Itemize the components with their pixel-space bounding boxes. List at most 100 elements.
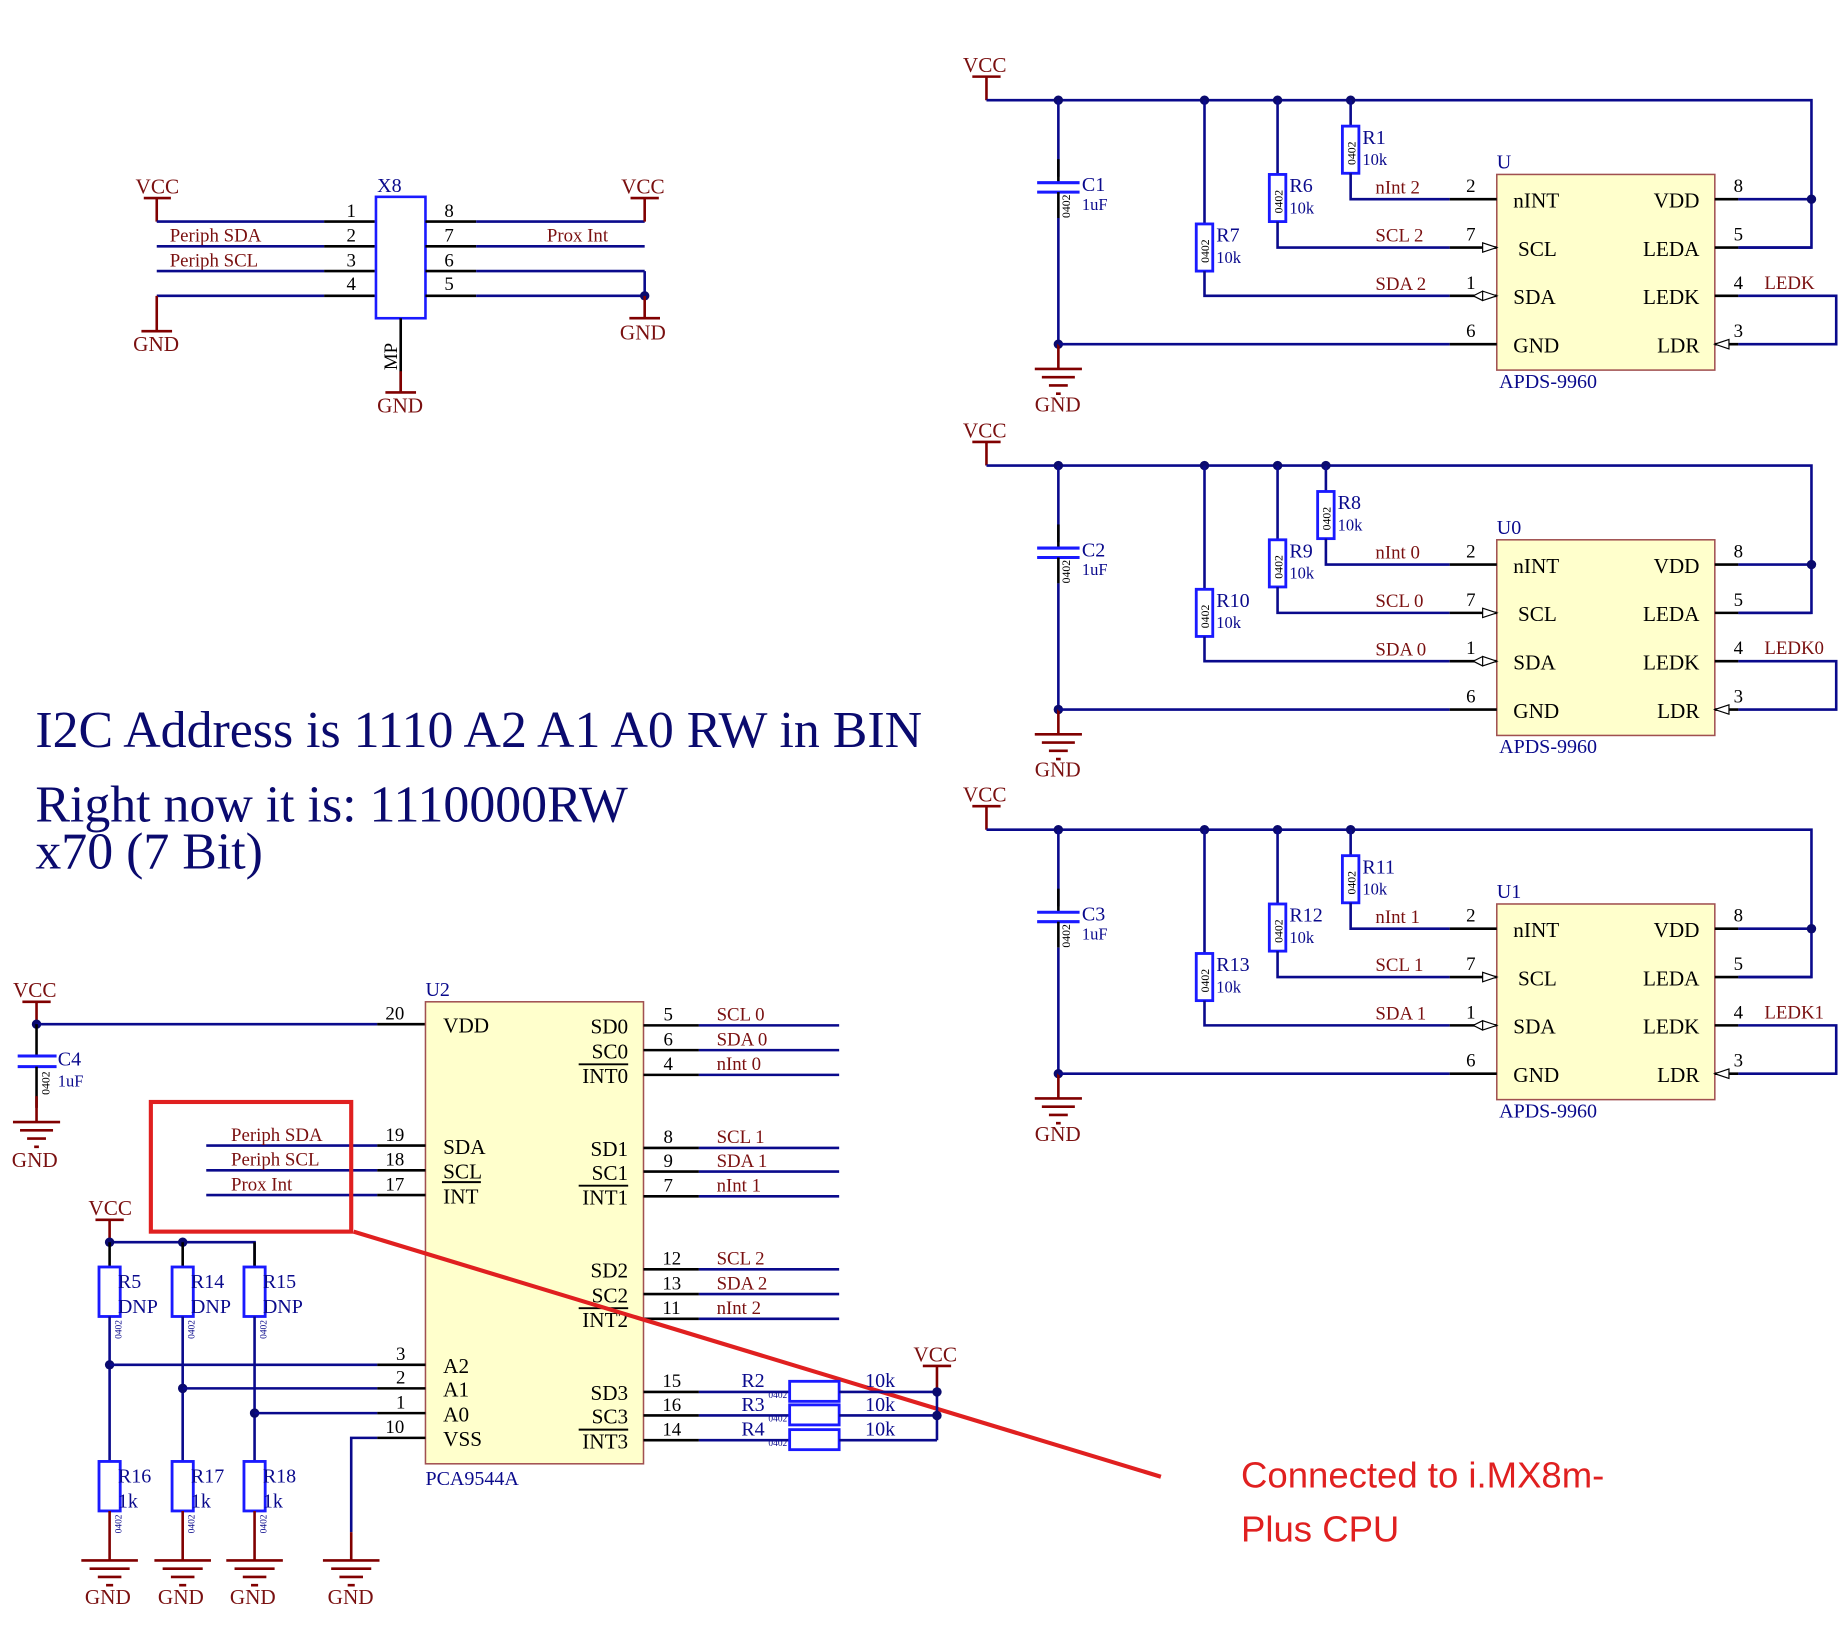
mux-u2: VCC 0402 C4 1uF GND U2 PCA9544A 20 VDD 1… xyxy=(12,978,1162,1609)
pin-name: LDR xyxy=(1657,333,1700,357)
gnd-symbol xyxy=(81,1510,138,1587)
pin-number: 8 xyxy=(444,201,453,222)
pin-number: 6 xyxy=(1466,686,1475,707)
pin-number: 5 xyxy=(1734,224,1743,245)
vcc-symbol xyxy=(143,196,171,222)
component-value: 1k xyxy=(191,1490,212,1512)
pin-name: LEDA xyxy=(1643,237,1700,261)
net-label: nInt 2 xyxy=(1375,177,1420,198)
bidir-arrow-icon xyxy=(1471,1019,1499,1031)
net-label: SDA 2 xyxy=(1375,274,1426,295)
pin-number: 4 xyxy=(664,1054,674,1075)
package-label: 0402 xyxy=(768,1439,787,1449)
component-value: 1uF xyxy=(1082,195,1108,214)
pin-number: 6 xyxy=(1466,321,1475,342)
net-label: SCL 0 xyxy=(717,1005,765,1026)
package-label: 0402 xyxy=(259,1320,269,1339)
input-arrow-icon xyxy=(1482,607,1499,619)
pin-name: SD0 xyxy=(590,1015,628,1039)
pin-number: 2 xyxy=(1466,906,1475,927)
pin-name: A2 xyxy=(443,1354,469,1378)
part-number: APDS-9960 xyxy=(1499,1100,1597,1122)
pin-number: 4 xyxy=(1734,638,1744,659)
annotation-text: Plus CPU xyxy=(1241,1509,1399,1550)
package-label: 0402 xyxy=(1345,141,1358,165)
pin-name: VDD xyxy=(1654,188,1700,212)
gnd-label: GND xyxy=(1035,1122,1081,1146)
component-ref: U0 xyxy=(1497,517,1521,539)
vcc-label: VCC xyxy=(621,174,665,198)
net-label: LEDK1 xyxy=(1764,1002,1824,1023)
package-label: 0402 xyxy=(259,1514,269,1533)
net-label: SCL 0 xyxy=(1375,591,1423,612)
pin-name: SD2 xyxy=(590,1259,628,1283)
net-label: SDA 1 xyxy=(717,1151,768,1172)
net-label: nInt 1 xyxy=(1375,907,1420,928)
pin-name: VDD xyxy=(443,1013,489,1037)
vcc-label: VCC xyxy=(963,418,1007,442)
vcc-label: VCC xyxy=(13,978,57,1002)
junction xyxy=(1806,194,1817,204)
connector-x8: VCC Periph SDA Periph SCL GND 1 2 3 4 X8… xyxy=(133,174,666,417)
component-value: 10k xyxy=(1362,880,1388,899)
pin-name: VDD xyxy=(1654,554,1700,578)
component-value: 10k xyxy=(865,1394,896,1416)
net-label: SCL 1 xyxy=(1375,955,1423,976)
package-label: 0402 xyxy=(768,1391,787,1401)
gnd-label: GND xyxy=(1035,758,1081,782)
gnd-symbol xyxy=(226,1510,283,1587)
pin-number: 7 xyxy=(444,226,453,247)
net-label: Periph SDA xyxy=(231,1125,323,1146)
pin-number: 1 xyxy=(1466,273,1475,294)
pin-name: GND xyxy=(1513,333,1559,357)
component-ref: R10 xyxy=(1216,590,1249,612)
component-ref: R12 xyxy=(1289,905,1322,927)
vcc-label: VCC xyxy=(913,1342,957,1366)
bidir-arrow-icon xyxy=(1471,290,1499,302)
gnd-symbol xyxy=(1034,1073,1082,1125)
part-number: APDS-9960 xyxy=(1499,371,1597,393)
pin-number: 13 xyxy=(662,1273,681,1294)
pin-number: 8 xyxy=(664,1127,673,1148)
component-value: 10k xyxy=(1216,613,1241,632)
net-label: LEDK0 xyxy=(1764,638,1824,659)
resistor-r3 xyxy=(788,1403,841,1427)
pin-number: 1 xyxy=(396,1392,405,1413)
pin-name: nINT xyxy=(1513,554,1559,578)
package-label: 0402 xyxy=(768,1414,787,1424)
pin-name: INT3 xyxy=(582,1429,628,1453)
pin-name: INT0 xyxy=(582,1064,628,1088)
component-value: 10k xyxy=(1289,564,1315,583)
package-label: 0402 xyxy=(1272,190,1285,214)
part-number: APDS-9960 xyxy=(1499,736,1597,758)
package-label: 0402 xyxy=(1060,194,1073,218)
component-ref: R14 xyxy=(191,1271,224,1293)
pin-number: 12 xyxy=(662,1249,681,1270)
package-label: 0402 xyxy=(1199,969,1212,993)
pin-name: SD1 xyxy=(590,1137,628,1161)
pin-number: 7 xyxy=(1466,954,1475,975)
gnd-symbol xyxy=(154,1510,211,1587)
capacitor xyxy=(1037,546,1080,560)
pin-name: INT xyxy=(443,1184,478,1208)
part-number: PCA9544A xyxy=(425,1468,519,1490)
component-ref: R15 xyxy=(263,1271,296,1293)
net-label: SCL 1 xyxy=(717,1127,765,1148)
pin-number: 6 xyxy=(664,1029,673,1050)
pin-name: SCL xyxy=(1518,237,1557,261)
ic-body xyxy=(1496,539,1716,737)
pin-number: 18 xyxy=(385,1150,404,1171)
gnd-label: GND xyxy=(158,1585,204,1609)
vcc-label: VCC xyxy=(963,782,1007,806)
pin-number: 16 xyxy=(662,1395,681,1416)
connector-body xyxy=(374,195,427,320)
pin-number: 7 xyxy=(1466,590,1475,611)
pin-number: 8 xyxy=(1734,541,1743,562)
net-label: Periph SDA xyxy=(170,226,262,247)
pin-number: 3 xyxy=(347,250,356,271)
gnd-label: GND xyxy=(377,394,423,418)
pin-number: 3 xyxy=(1734,686,1743,707)
component-value: DNP xyxy=(263,1296,303,1318)
component-ref: R4 xyxy=(741,1419,764,1441)
pin-number: 19 xyxy=(385,1125,404,1146)
